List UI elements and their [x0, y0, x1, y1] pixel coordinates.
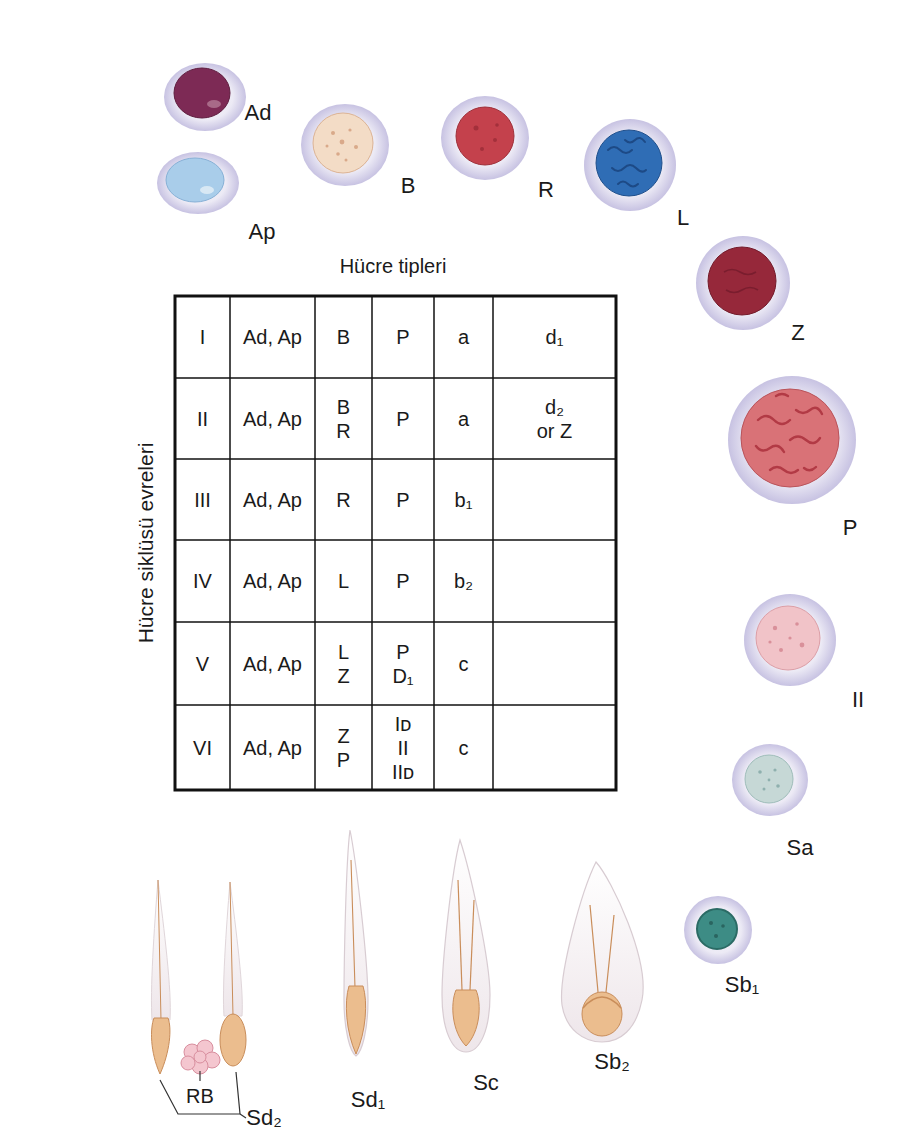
- cell-label: L: [677, 205, 689, 231]
- axis-heading-vertical: Hücre siklüsü evreleri: [133, 443, 158, 644]
- cell-label: Sb₂: [594, 1049, 629, 1075]
- cell-sb2: [562, 862, 644, 1042]
- cell-sa: [732, 744, 808, 816]
- axis-heading: Hücre tipleri: [340, 254, 447, 278]
- table-cell: c: [459, 652, 469, 676]
- cell-sb1: [684, 896, 752, 964]
- table-cell: c: [459, 736, 469, 760]
- table-cell: B: [337, 325, 350, 349]
- table-cell: L: [338, 569, 349, 593]
- cell-label: Sd₂: [246, 1105, 281, 1131]
- table-cell: Ad, Ap: [243, 488, 302, 512]
- cell-label: Sb₁: [725, 972, 759, 998]
- table-cell: P: [396, 488, 409, 512]
- cell-sd2: [151, 880, 246, 1118]
- cell-label: Sc: [473, 1070, 499, 1096]
- cell-b: [301, 104, 389, 186]
- table-cell: B R: [336, 395, 350, 443]
- table-cell: R: [336, 488, 350, 512]
- cell-label: Ad: [245, 100, 272, 126]
- table-cell: Z P: [337, 724, 350, 772]
- table-cell: P D₁: [392, 640, 413, 688]
- cell-r: [441, 96, 529, 180]
- cell-label: Sa: [787, 835, 814, 861]
- table-cell: d₁: [546, 325, 564, 349]
- cell-label: RB: [186, 1084, 214, 1108]
- table-cell: I: [200, 325, 206, 349]
- table-cell: a: [458, 325, 469, 349]
- table-cell: d₂ or Z: [535, 395, 574, 443]
- table-cell: b₁: [455, 488, 473, 512]
- table-cell: Ad, Ap: [243, 736, 302, 760]
- cell-ap: [157, 152, 239, 214]
- table-cell: II: [197, 407, 208, 431]
- table-cell: III: [194, 488, 211, 512]
- cell-label: Ap: [249, 219, 276, 245]
- cell-z: [696, 236, 790, 330]
- table-cell: Ad, Ap: [243, 652, 302, 676]
- table-cell: IV: [193, 569, 212, 593]
- table-cell: L Z: [337, 640, 349, 688]
- table-cell: P: [396, 407, 409, 431]
- cell-sc: [442, 840, 490, 1052]
- table-cell: Ad, Ap: [243, 325, 302, 349]
- table-cell: Iᴅ II IIᴅ: [392, 712, 414, 784]
- cell-l: [584, 119, 676, 211]
- table-cell: Ad, Ap: [243, 407, 302, 431]
- table-cell: P: [396, 325, 409, 349]
- table-cell: a: [458, 407, 469, 431]
- cell-label: Sd₁: [351, 1087, 385, 1113]
- cell-label: R: [538, 177, 554, 203]
- cell-p: [728, 376, 856, 504]
- cell-label: Z: [791, 320, 804, 346]
- table-grid: [175, 296, 616, 790]
- cell-label: B: [401, 173, 416, 199]
- cell-ii: [744, 594, 836, 686]
- table-cell: P: [396, 569, 409, 593]
- table-cell: VI: [193, 736, 212, 760]
- table-cell: Ad, Ap: [243, 569, 302, 593]
- table-cell: V: [196, 652, 209, 676]
- table-cell: b₂: [454, 569, 473, 593]
- cell-ad: [164, 63, 246, 131]
- cell-sd1: [344, 830, 368, 1056]
- cell-label: P: [843, 515, 858, 541]
- cell-label: II: [852, 687, 864, 713]
